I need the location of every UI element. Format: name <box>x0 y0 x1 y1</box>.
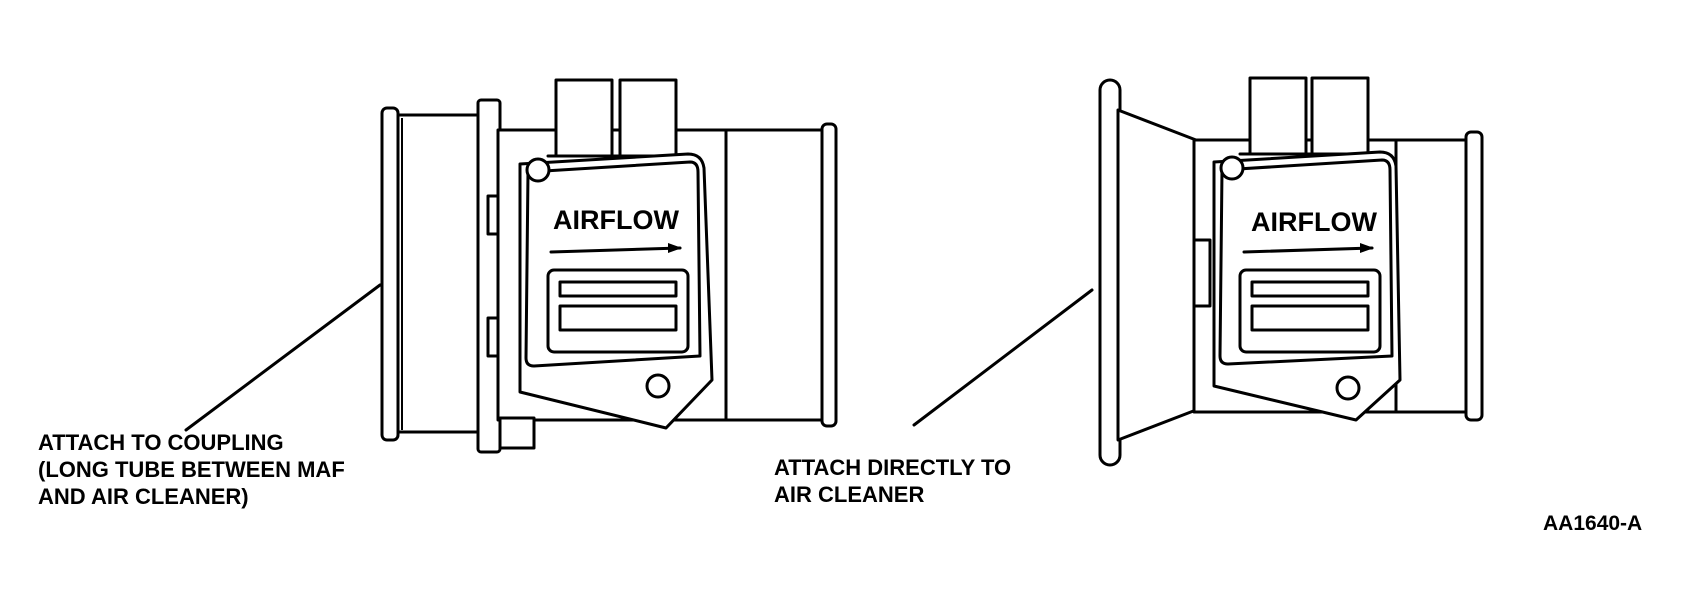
right-side-tab <box>1192 238 1212 308</box>
right-sensor-slot-2 <box>1250 304 1370 332</box>
right-connector-1 <box>1248 76 1308 156</box>
left-inlet-tube <box>386 113 486 434</box>
right-caption: ATTACH DIRECTLY TO AIR CLEANER <box>774 455 1011 507</box>
left-airflow-arrow-icon <box>549 246 682 254</box>
left-sensor-slot-1 <box>558 280 678 298</box>
maf-sensor-left: AIRFLOW <box>380 78 838 454</box>
left-sensor-slot-2 <box>558 304 678 332</box>
right-connector-2 <box>1310 76 1370 156</box>
left-foot <box>498 416 536 450</box>
right-inlet-cone <box>1116 108 1198 442</box>
left-leader-line <box>184 283 382 432</box>
left-inlet-rim <box>380 106 400 442</box>
maf-sensor-right: AIRFLOW <box>1098 76 1484 467</box>
left-caption-line-3: AND AIR CLEANER) <box>38 484 249 509</box>
figure-code: AA1640-A <box>1543 512 1642 535</box>
right-airflow-label: AIRFLOW <box>1251 207 1377 237</box>
right-caption-line-2: AIR CLEANER <box>774 482 924 507</box>
left-mount-hole-top <box>525 157 551 183</box>
left-outlet-tube <box>724 128 828 422</box>
left-mount-hole-bottom <box>645 373 671 399</box>
left-caption-line-2: (LONG TUBE BETWEEN MAF <box>38 457 345 482</box>
right-outlet-tube <box>1394 138 1472 414</box>
right-mount-hole-bottom <box>1335 375 1361 401</box>
right-leader-line <box>912 288 1094 427</box>
left-connector-1 <box>554 78 614 158</box>
right-caption-line-1: ATTACH DIRECTLY TO <box>774 455 1011 480</box>
left-outlet-rim <box>820 122 838 428</box>
right-airflow-arrow-icon <box>1242 246 1374 254</box>
right-mount-hole-top <box>1219 155 1245 181</box>
right-sensor-slot-1 <box>1250 280 1370 298</box>
right-outlet-rim <box>1464 130 1484 422</box>
left-caption: ATTACH TO COUPLING (LONG TUBE BETWEEN MA… <box>38 430 345 509</box>
left-connector-2 <box>618 78 678 158</box>
left-caption-line-1: ATTACH TO COUPLING <box>38 430 284 455</box>
left-airflow-label: AIRFLOW <box>553 205 679 235</box>
